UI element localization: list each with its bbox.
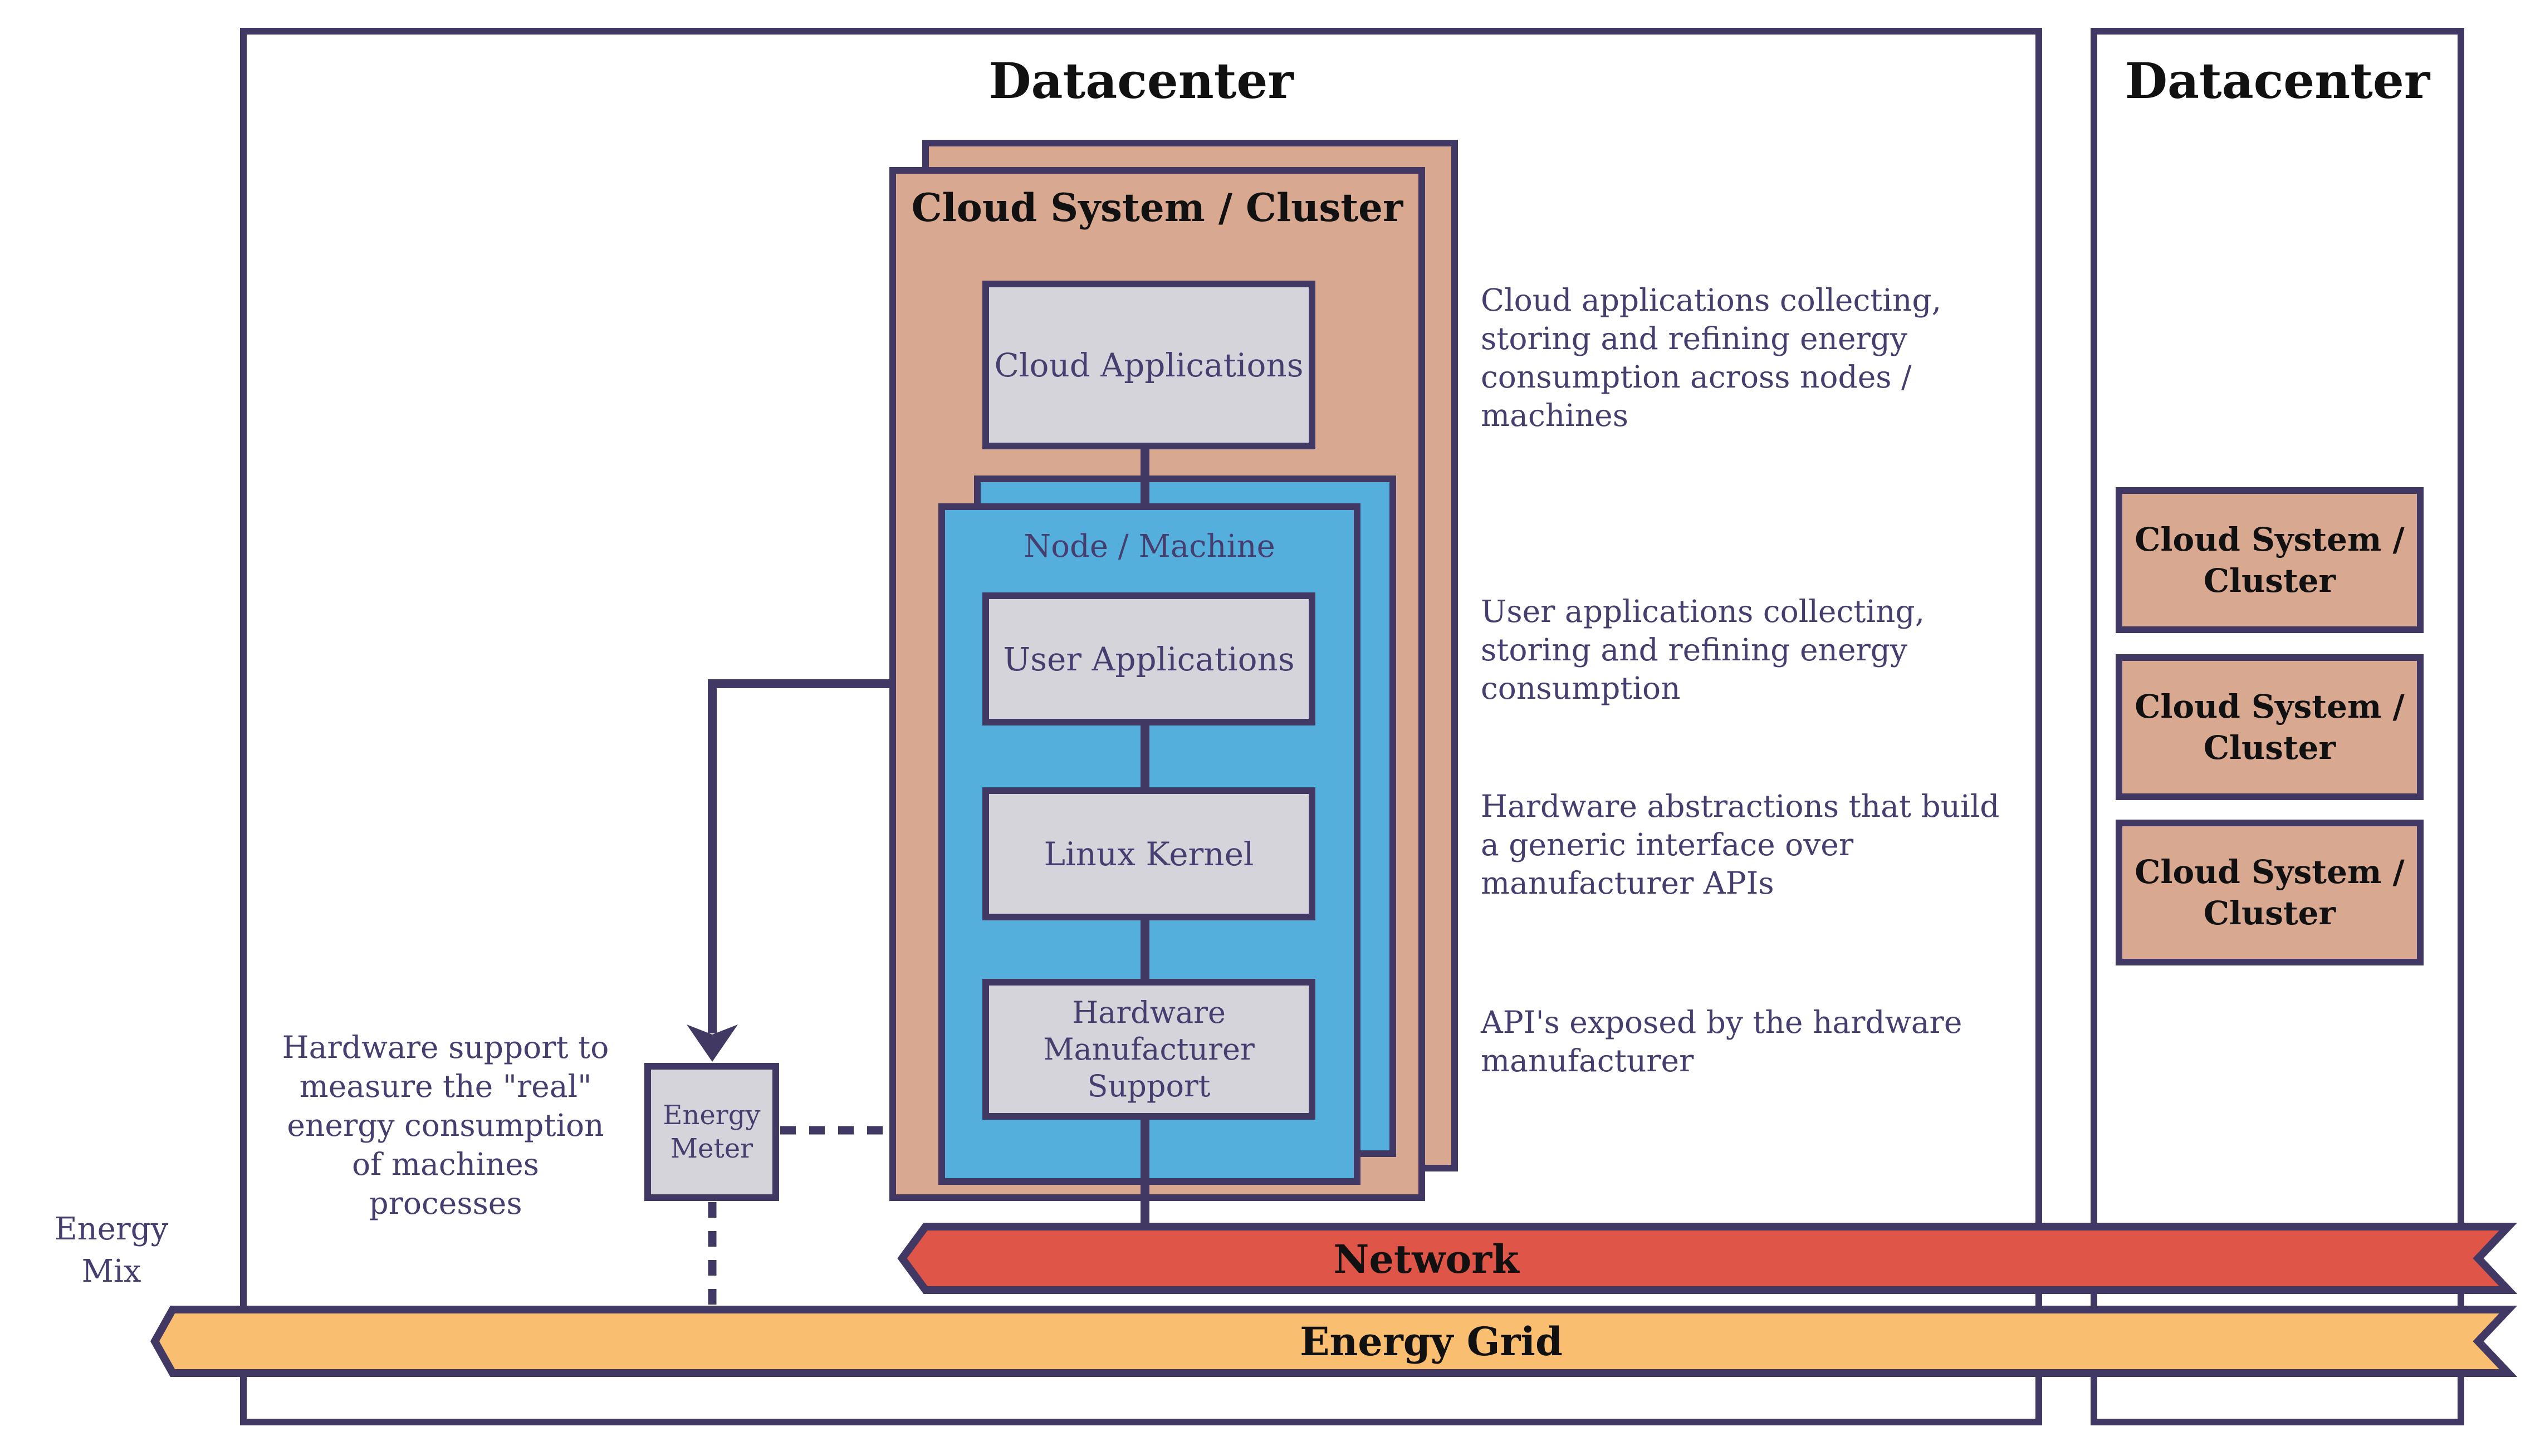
right-cluster-box-1: Cloud System / Cluster xyxy=(2116,487,2424,633)
datacenter-left-title: Datacenter xyxy=(988,52,1294,110)
annotation-user-apps: User applications collecting, storing an… xyxy=(1481,594,1925,706)
energy-mix-label: Energy Mix xyxy=(54,1211,169,1290)
network-label: Network xyxy=(1333,1236,1519,1282)
hardware-manufacturer-support-label: Hardware Manufacturer Support xyxy=(1043,994,1255,1104)
right-cluster-box-2: Cloud System / Cluster xyxy=(2116,654,2424,800)
user-applications-label: User Applications xyxy=(1003,640,1295,678)
right-cluster-label-3: Cloud System / Cluster xyxy=(2135,853,2405,932)
linux-kernel-label: Linux Kernel xyxy=(1044,835,1254,873)
cluster-title: Cloud System / Cluster xyxy=(911,185,1403,231)
right-cluster-label-1: Cloud System / Cluster xyxy=(2135,521,2405,600)
user-applications-box: User Applications xyxy=(982,592,1315,725)
annotation-cloud-apps: Cloud applications collecting, storing a… xyxy=(1481,282,1942,433)
node-title: Node / Machine xyxy=(1024,528,1275,565)
hardware-manufacturer-support-box: Hardware Manufacturer Support xyxy=(982,979,1315,1120)
right-cluster-box-3: Cloud System / Cluster xyxy=(2116,820,2424,965)
annotation-hw-apis: API's exposed by the hardware manufactur… xyxy=(1481,1004,1962,1078)
datacenter-right-title: Datacenter xyxy=(2125,52,2430,110)
energy-meter-label: Energy Meter xyxy=(663,1100,761,1164)
cloud-applications-box: Cloud Applications xyxy=(982,281,1315,449)
annotation-energy-meter-note: Hardware support to measure the "real" e… xyxy=(282,1030,609,1221)
cloud-applications-label: Cloud Applications xyxy=(994,346,1304,384)
right-cluster-label-2: Cloud System / Cluster xyxy=(2135,688,2405,767)
linux-kernel-box: Linux Kernel xyxy=(982,787,1315,920)
annotation-hw-abstractions: Hardware abstractions that build a gener… xyxy=(1481,788,2000,901)
energy-grid-label: Energy Grid xyxy=(1300,1318,1563,1365)
energy-meter-box: Energy Meter xyxy=(644,1063,779,1201)
